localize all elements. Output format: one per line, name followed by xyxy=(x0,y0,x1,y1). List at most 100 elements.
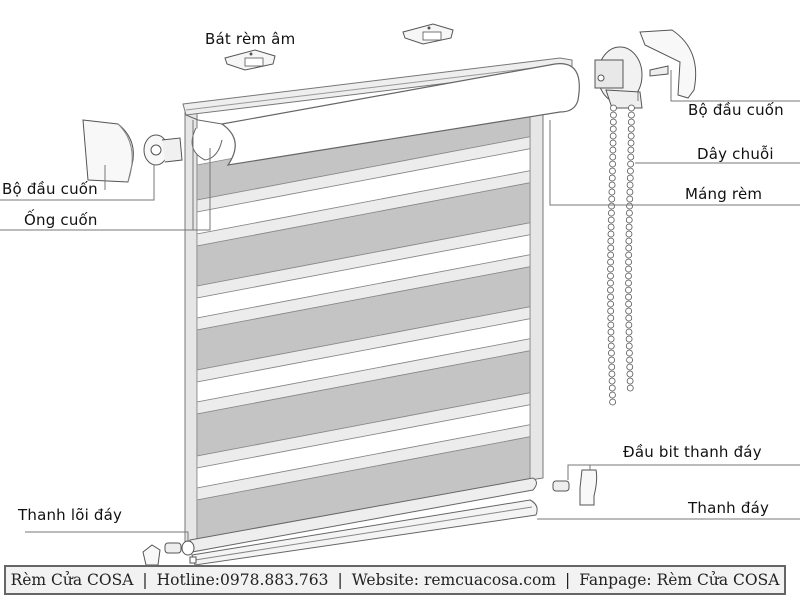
leader-cassette xyxy=(549,120,800,206)
leader-end-cap-right xyxy=(670,70,800,102)
bottom-end-caps-left xyxy=(142,540,197,566)
left-end-cap xyxy=(82,119,183,183)
chain-bead xyxy=(626,377,634,385)
bottom-end-caps-right xyxy=(552,469,598,506)
chain-bead xyxy=(607,272,614,280)
label-end-cap-right: Bộ đầu cuốn xyxy=(688,101,784,119)
bottom-core-rail xyxy=(189,477,537,553)
chain-bead xyxy=(607,307,615,315)
leader-lines xyxy=(0,70,800,542)
label-end-cap-left: Bộ đầu cuốn xyxy=(2,180,98,198)
chain-bead xyxy=(627,160,634,168)
label-chain: Dây chuỗi xyxy=(697,145,774,163)
chain-bead xyxy=(607,251,615,259)
chain-bead xyxy=(627,118,635,126)
chain-bead xyxy=(625,342,633,350)
right-end-cap xyxy=(639,29,697,99)
right-clutch xyxy=(594,46,643,109)
chain-bead xyxy=(609,118,617,126)
chain-bead xyxy=(607,265,614,273)
chain-bead xyxy=(608,363,616,371)
footer-hotline[interactable]: Hotline:0978.883.763 xyxy=(156,571,329,589)
footer-separator: | xyxy=(142,571,148,589)
chain-bead xyxy=(608,384,616,392)
chain-bead xyxy=(625,230,633,238)
chain-bead xyxy=(608,202,615,210)
chain-bead xyxy=(625,286,632,294)
label-bottom-end-cap: Đầu bit thanh đáy xyxy=(623,443,762,461)
bracket-left xyxy=(224,49,276,71)
chain-bead xyxy=(625,272,632,280)
cassette xyxy=(182,57,580,166)
chain-bead xyxy=(625,251,633,259)
chain-bead xyxy=(626,188,634,196)
chain-bead xyxy=(607,237,615,245)
chain-bead xyxy=(626,356,633,364)
chain-bead xyxy=(627,146,635,154)
bottom-rails xyxy=(189,477,538,566)
chain-bead xyxy=(625,216,633,224)
chain-bead xyxy=(607,342,615,350)
label-roller-tube: Ống cuốn xyxy=(24,211,98,229)
chain-bead xyxy=(607,286,614,294)
chain-bead xyxy=(609,132,617,140)
chain-bead xyxy=(609,146,617,154)
chain-bead xyxy=(626,209,633,217)
chain-bead xyxy=(607,328,615,336)
chain-bead xyxy=(607,230,615,238)
left-side-frame xyxy=(184,111,198,549)
chain-bead xyxy=(607,279,614,287)
chain-bead xyxy=(626,202,633,210)
chain-bead xyxy=(607,223,615,231)
chain-bead xyxy=(608,370,616,378)
chain-bead xyxy=(607,293,614,301)
chain-bead xyxy=(625,223,633,231)
footer-separator: | xyxy=(337,571,343,589)
chain-bead xyxy=(607,258,614,266)
leader-bottom-core-rail xyxy=(25,531,189,542)
chain-bead xyxy=(627,167,634,175)
chain-bead xyxy=(625,321,633,329)
label-bottom-core-rail: Thanh lõi đáy xyxy=(18,506,123,524)
footer-contact-bar: Rèm Cửa COSA | Hotline:0978.883.763 | We… xyxy=(4,565,786,595)
chain-bead xyxy=(625,237,633,245)
chain-bead xyxy=(609,391,616,399)
chain-bead xyxy=(627,125,635,133)
footer-fanpage[interactable]: Fanpage: Rèm Cửa COSA xyxy=(579,571,780,589)
blind-fabric xyxy=(184,101,544,549)
chain-bead xyxy=(609,160,616,168)
chain-bead xyxy=(625,265,632,273)
chain-bead xyxy=(626,363,634,371)
chain-bead xyxy=(628,104,635,112)
chain-bead xyxy=(608,181,616,189)
chain-bead xyxy=(626,181,634,189)
chain-bead xyxy=(607,314,615,322)
chain-bead xyxy=(625,279,632,287)
chain-bead xyxy=(609,125,617,133)
footer-website[interactable]: Website: remcuacosa.com xyxy=(351,571,556,589)
chain-bead xyxy=(609,139,617,147)
chain-bead xyxy=(625,300,632,308)
chain-bead xyxy=(626,174,634,182)
label-cassette: Máng rèm xyxy=(685,185,763,203)
chain-bead xyxy=(626,195,634,203)
chain-bead xyxy=(626,349,633,357)
chain-bead xyxy=(627,132,635,140)
chain-bead xyxy=(625,244,633,252)
chain-bead xyxy=(607,335,615,343)
chain-bead xyxy=(625,328,633,336)
chain-bead xyxy=(628,111,635,119)
label-bottom-rail: Thanh đáy xyxy=(688,499,770,517)
bracket-right xyxy=(402,23,454,45)
chain-bead xyxy=(609,167,616,175)
chain-bead xyxy=(625,258,632,266)
chain-bead xyxy=(625,335,633,343)
chain-bead xyxy=(607,216,615,224)
chain-bead xyxy=(608,356,615,364)
chain-bead xyxy=(626,384,634,392)
chain-bead xyxy=(607,244,615,252)
chain-bead xyxy=(608,349,615,357)
chain-bead xyxy=(608,209,615,217)
chain-bead xyxy=(608,188,616,196)
